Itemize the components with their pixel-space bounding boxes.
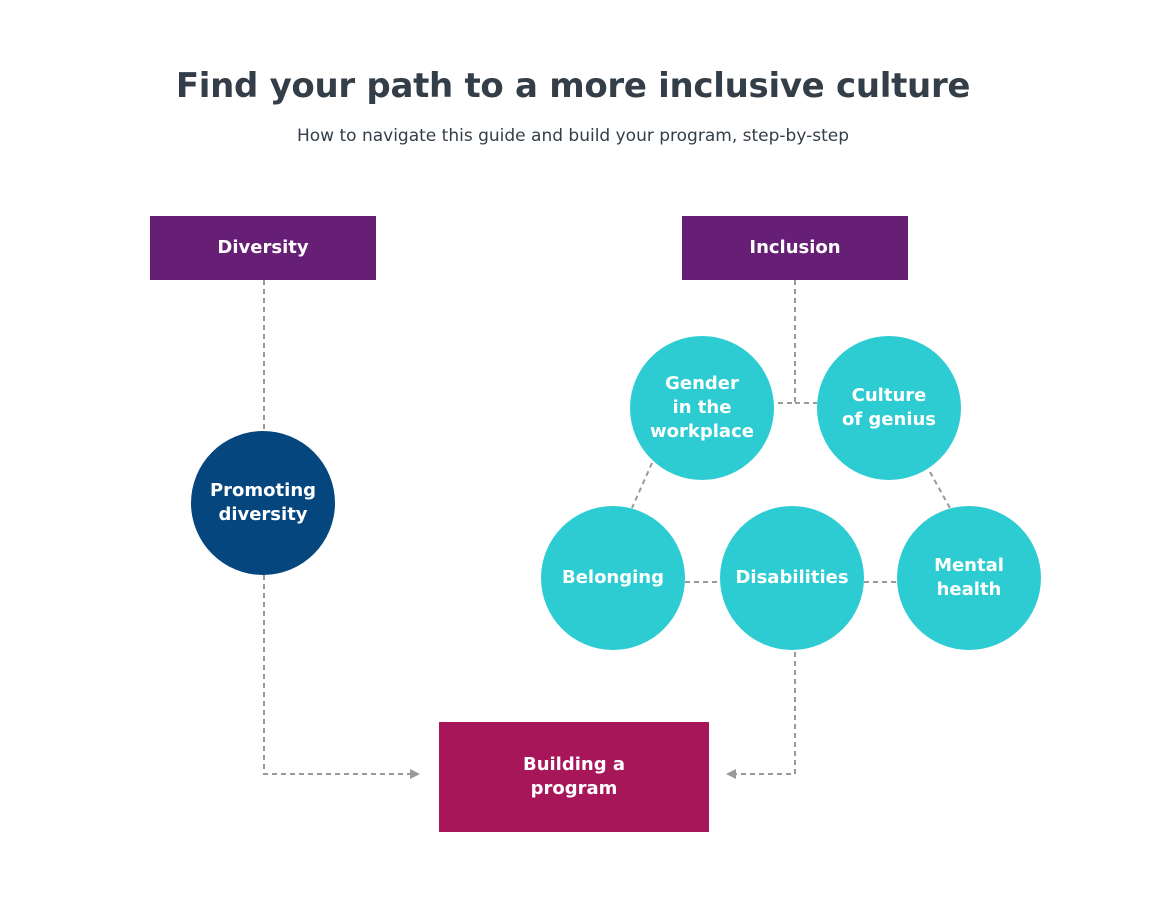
- disabilities-node: Disabilities: [720, 506, 864, 650]
- promoting-diversity-node: Promoting diversity: [191, 431, 335, 575]
- edge-promoting-building: [263, 575, 420, 779]
- gender-in-workplace-node: Gender in the workplace: [630, 336, 774, 480]
- edge-gender-belonging: [631, 462, 653, 509]
- diversity-box: Diversity: [150, 216, 376, 280]
- inclusion-box: Inclusion: [682, 216, 908, 280]
- page-title: Find your path to a more inclusive cultu…: [175, 66, 971, 106]
- belonging-node: Belonging: [541, 506, 685, 650]
- edge-inclusion-gender: [774, 280, 796, 404]
- culture-of-genius-node: Culture of genius: [817, 336, 961, 480]
- page-subtitle: How to navigate this guide and build you…: [296, 126, 849, 146]
- mental-health-node: Mental health: [897, 506, 1041, 650]
- building-program-box: Building a program: [439, 722, 709, 832]
- edge-disabilities-building: [726, 652, 796, 779]
- edge-culture-mental: [929, 471, 951, 509]
